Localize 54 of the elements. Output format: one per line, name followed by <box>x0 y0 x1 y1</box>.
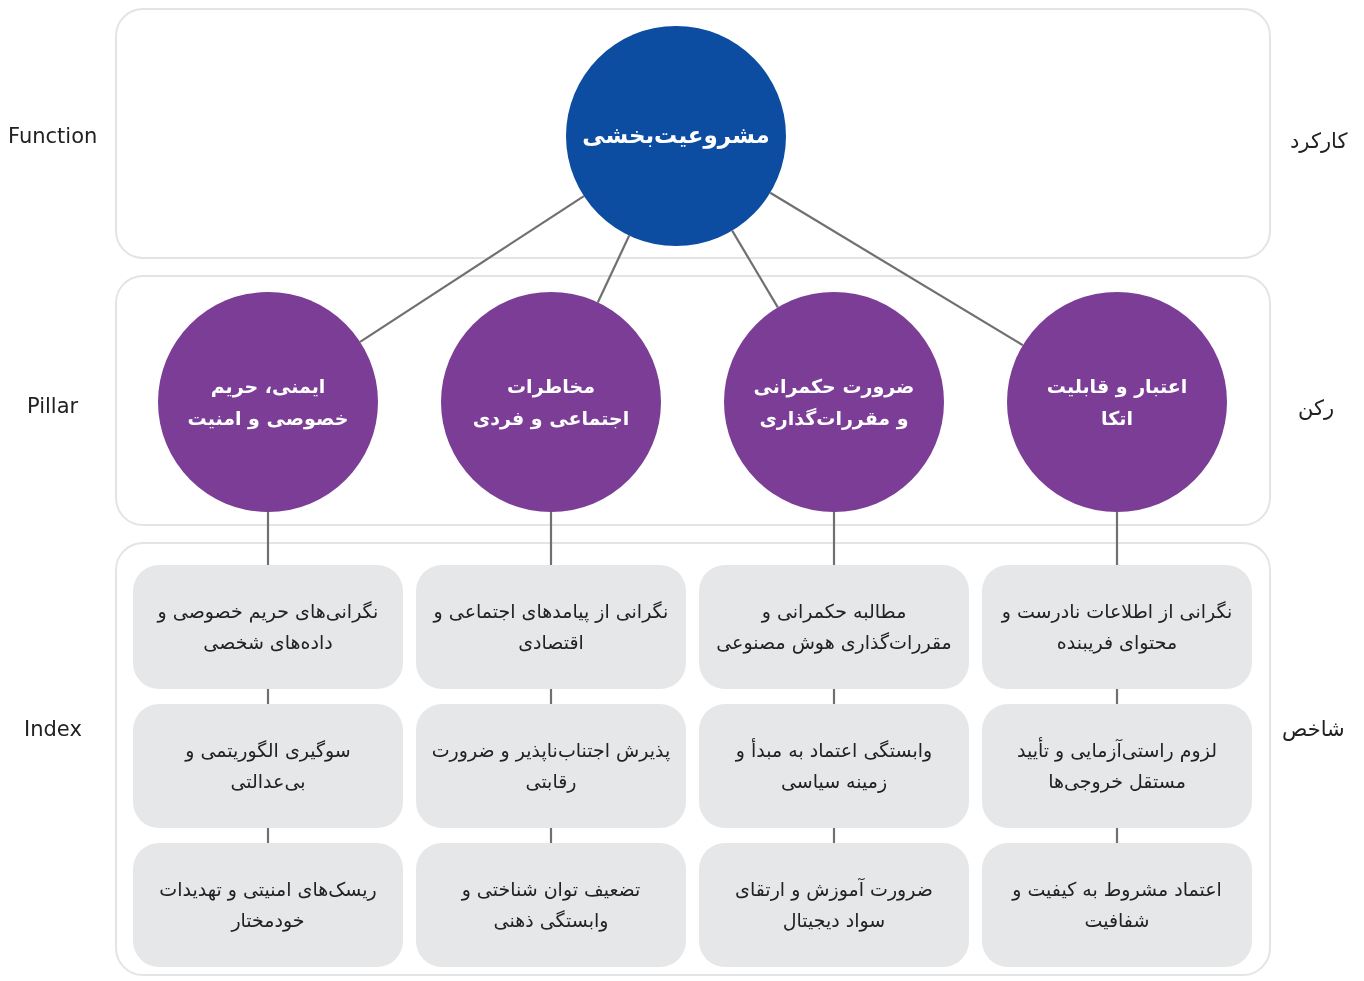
index-card <box>416 704 686 828</box>
row-label: Index <box>24 717 82 741</box>
connector-line <box>769 191 1024 347</box>
pillar-title: ضرورت حکمرانی و مقررات‌گذاری <box>752 373 916 432</box>
index-text: اعتماد مشروط به کیفیت و شفافیت <box>1010 876 1223 933</box>
index-card <box>133 704 403 828</box>
pillar-title: اعتبار و قابلیت اتکا <box>1045 373 1189 431</box>
index-text: لزوم راستی‌آزمایی و تأیید مستقل خروجی‌ها <box>1015 736 1219 795</box>
index-text: نگرانی از پیامدهای اجتماعی و اقتصادی <box>431 598 670 655</box>
connector-line <box>832 689 836 704</box>
index-card <box>416 565 686 689</box>
index-card <box>416 843 686 967</box>
connector-line <box>549 689 553 704</box>
connector-line <box>832 828 836 843</box>
index-text: پذیرش اجتناب‌ناپذیر و ضرورت رقابتی <box>430 737 672 795</box>
index-card <box>699 704 969 828</box>
index-text: ضرورت آموزش و ارتقای سواد دیجیتال <box>734 876 934 934</box>
index-card <box>699 843 969 967</box>
connector-line <box>266 689 270 704</box>
index-text: نگرانی از اطلاعات نادرست و محتوای فریبنده <box>1000 598 1234 656</box>
section-band <box>115 275 1271 526</box>
connector-line <box>266 828 270 843</box>
connector-line <box>731 230 779 308</box>
index-text: مطالبه حکمرانی و مقررات‌گذاری هوش مصنوعی <box>715 598 953 656</box>
connector-line <box>359 195 585 343</box>
row-label: Pillar <box>27 394 79 418</box>
section-band <box>115 8 1271 259</box>
section-band <box>115 542 1271 976</box>
index-text: ریسک‌های امنیتی و تهدیدات خودمختار <box>158 876 378 934</box>
index-card <box>982 565 1252 689</box>
index-card <box>982 704 1252 828</box>
row-label: کارکرد <box>1290 129 1348 153</box>
connector-line <box>549 512 553 565</box>
connector-line <box>596 235 631 303</box>
connector-line <box>1115 689 1119 704</box>
index-card <box>982 843 1252 967</box>
connector-line <box>1115 512 1119 565</box>
connector-line <box>1115 828 1119 843</box>
index-card <box>699 565 969 689</box>
row-label: رکن <box>1298 396 1335 420</box>
index-text: سوگیری الگوریتمی و بی‌عدالتی <box>183 737 352 794</box>
index-text: نگرانی‌های حریم خصوصی و داده‌های شخصی <box>155 598 380 655</box>
row-label: Function <box>8 124 98 148</box>
pillar-title: ایمنی، حریم خصوصی و امنیت <box>186 373 350 432</box>
connector-line <box>832 512 836 565</box>
index-card <box>133 843 403 967</box>
pillar-title: مخاطرات اجتماعی و فردی <box>471 373 631 432</box>
index-text: وابستگی اعتماد به مبدأ و زمینه سیاسی <box>734 737 934 795</box>
connector-line <box>549 828 553 843</box>
function-title: مشروعیت‌بخشی <box>581 121 771 151</box>
index-card <box>133 565 403 689</box>
connector-line <box>266 512 270 565</box>
row-label: شاخص <box>1282 717 1345 741</box>
index-text: تضعیف توان شناختی و وابستگی ذهنی <box>460 876 642 934</box>
